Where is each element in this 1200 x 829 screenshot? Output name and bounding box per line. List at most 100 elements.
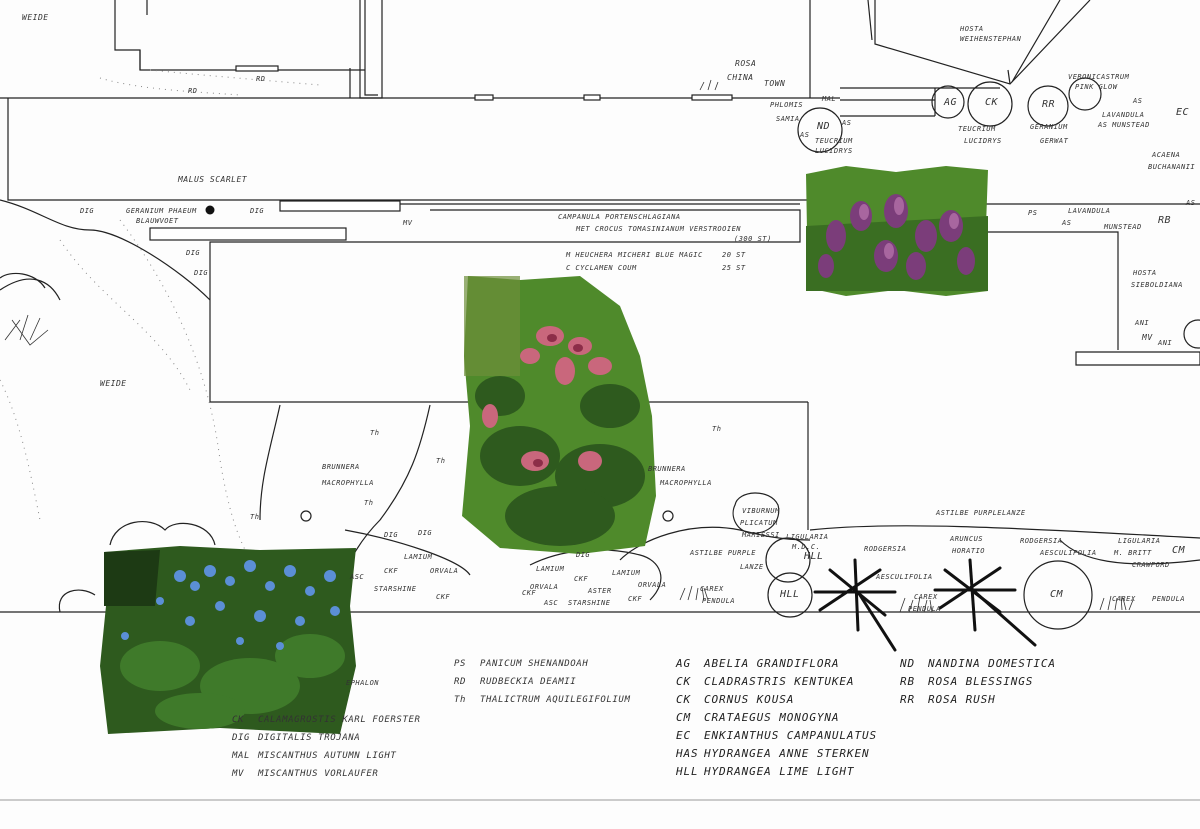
label-macrophylla: MACROPHYLLA xyxy=(322,479,374,487)
label-heuchera-count: 20 ST xyxy=(722,251,746,259)
legend-code: RR xyxy=(900,693,916,706)
legend-code: Th xyxy=(454,695,467,705)
label-gerwat: GERWAT xyxy=(1040,137,1069,145)
label-lucidrys: LUCIDRYS xyxy=(815,147,853,155)
legend-entry: RB ROSA BLESSINGS xyxy=(900,676,1033,687)
label-mal: MAL xyxy=(822,95,837,103)
label-dig: DIG xyxy=(194,269,209,277)
label-ani: ANI xyxy=(1135,319,1150,327)
label-britt: M. BRITT xyxy=(1114,549,1152,557)
label-mdc: M.D.C. xyxy=(792,543,821,551)
label-munstead: MUNSTEAD xyxy=(1104,223,1142,231)
lamium-orvala-photo xyxy=(460,276,656,554)
label-rb: RB xyxy=(1158,215,1172,226)
label-pendula: PENDULA xyxy=(908,605,942,613)
legend-name: MISCANTHUS AUTUMN LIGHT xyxy=(258,751,397,761)
label-mv: MV xyxy=(1142,333,1153,342)
label-brunnera: BRUNNERA xyxy=(648,465,686,473)
label-viburnum: VIBURNUM xyxy=(742,507,780,515)
legend-name: ENKIANTHUS CAMPANULATUS xyxy=(704,729,878,742)
label-as: AS xyxy=(1062,219,1072,227)
label-ckf: CKF xyxy=(384,567,399,575)
legend-code: CK xyxy=(676,693,692,706)
label-aruncus: ARUNCUS xyxy=(950,535,984,543)
label-pink-glow: PINK GLOW xyxy=(1075,83,1118,91)
legend-entry: RD RUDBECKIA DEAMII xyxy=(454,678,576,687)
label-ligularia: LIGULARIA xyxy=(786,533,829,541)
label-blauwvoet: BLAUWVOET xyxy=(136,217,179,225)
legend-name: ABELIA GRANDIFLORA xyxy=(704,657,840,670)
legend-code: DIG xyxy=(232,733,251,743)
label-dig: DIG xyxy=(384,531,399,539)
label-ckf: CKF xyxy=(628,595,643,603)
legend-entry: HLL HYDRANGEA LIME LIGHT xyxy=(676,766,854,777)
legend-code: RB xyxy=(900,675,916,688)
label-cyclamen-count: 25 ST xyxy=(722,264,746,272)
label-asc: ASC xyxy=(544,599,559,607)
label-sieboldiana: SIEBOLDIANA xyxy=(1131,281,1183,289)
label-hll: HLL xyxy=(780,589,800,600)
legend-code: HLL xyxy=(676,765,699,778)
legend-entry: MAL MISCANTHUS AUTUMN LIGHT xyxy=(232,752,396,761)
label-ligularia: LIGULARIA xyxy=(1118,537,1161,545)
label-lucidrys: LUCIDRYS xyxy=(964,137,1002,145)
label-geranium-phaeum: GERANIUM PHAEUM xyxy=(126,207,197,215)
label-malus: MALUS SCARLET xyxy=(178,175,248,184)
label-aster: ASTER xyxy=(588,587,612,595)
legend-code: EC xyxy=(676,729,692,742)
label-as-munstead: AS MUNSTEAD xyxy=(1098,121,1150,129)
label-mv: MV xyxy=(403,219,413,227)
label-lamium: LAMIUM xyxy=(612,569,641,577)
label-lavandula: LAVANDULA xyxy=(1068,207,1111,215)
label-plicatum: PLICATUM xyxy=(740,519,778,527)
legend-name: HYDRANGEA LIME LIGHT xyxy=(704,765,855,778)
legend-name: CLADRASTRIS KENTUKEA xyxy=(704,675,855,688)
label-pendula: PENDULA xyxy=(1152,595,1186,603)
legend-code: CK xyxy=(232,715,245,725)
label-ag: AG xyxy=(944,97,958,108)
label-mariessi: MARIESSI xyxy=(742,531,780,539)
label-rd: RD xyxy=(256,75,266,83)
label-orvala: ORVALA xyxy=(430,567,459,575)
label-lamium: LAMIUM xyxy=(404,553,433,561)
label-china: CHINA xyxy=(727,73,754,82)
label-hosta: HOSTA xyxy=(1133,269,1157,277)
legend-name: DIGITALIS TROJANA xyxy=(258,733,361,743)
legend-code: MAL xyxy=(232,751,251,761)
label-dig: DIG xyxy=(250,207,265,215)
label-asc: ASC xyxy=(350,573,365,581)
legend-name: ROSA BLESSINGS xyxy=(928,675,1034,688)
label-as: AS xyxy=(1133,97,1143,105)
crocus-photo xyxy=(806,166,988,296)
label-weide-top: WEIDE xyxy=(22,13,49,22)
legend-name: HYDRANGEA ANNE STERKEN xyxy=(704,747,870,760)
label-aesculifolia: AESCULIFOLIA xyxy=(1040,549,1097,557)
legend-name: CALAMAGROSTIS KARL FOERSTER xyxy=(258,715,421,725)
brunnera-photo xyxy=(100,546,356,734)
label-ckf: CKF xyxy=(574,575,589,583)
legend-name: RUDBECKIA DEAMII xyxy=(480,677,577,687)
label-weide: WEIDE xyxy=(100,379,127,388)
label-crocus: MET CROCUS TOMASINIANUM VERSTROOIEN xyxy=(576,225,742,233)
label-carex: CAREX xyxy=(700,585,724,593)
label-th: Th xyxy=(250,513,260,521)
label-hosta: HOSTA xyxy=(960,25,984,33)
label-town: TOWN xyxy=(764,79,786,88)
legend-entry: EC ENKIANTHUS CAMPANULATUS xyxy=(676,730,877,741)
label-crocus-count: (300 ST) xyxy=(734,235,772,243)
label-th: Th xyxy=(370,429,380,437)
label-dig: DIG xyxy=(80,207,95,215)
label-th: Th xyxy=(712,425,722,433)
legend-code: RD xyxy=(454,677,467,687)
label-brunnera: BRUNNERA xyxy=(322,463,360,471)
label-starshine: STARSHINE xyxy=(374,585,417,593)
label-cm: CM xyxy=(1050,589,1064,600)
label-acaena: ACAENA xyxy=(1152,151,1181,159)
label-rd: RD xyxy=(188,87,198,95)
